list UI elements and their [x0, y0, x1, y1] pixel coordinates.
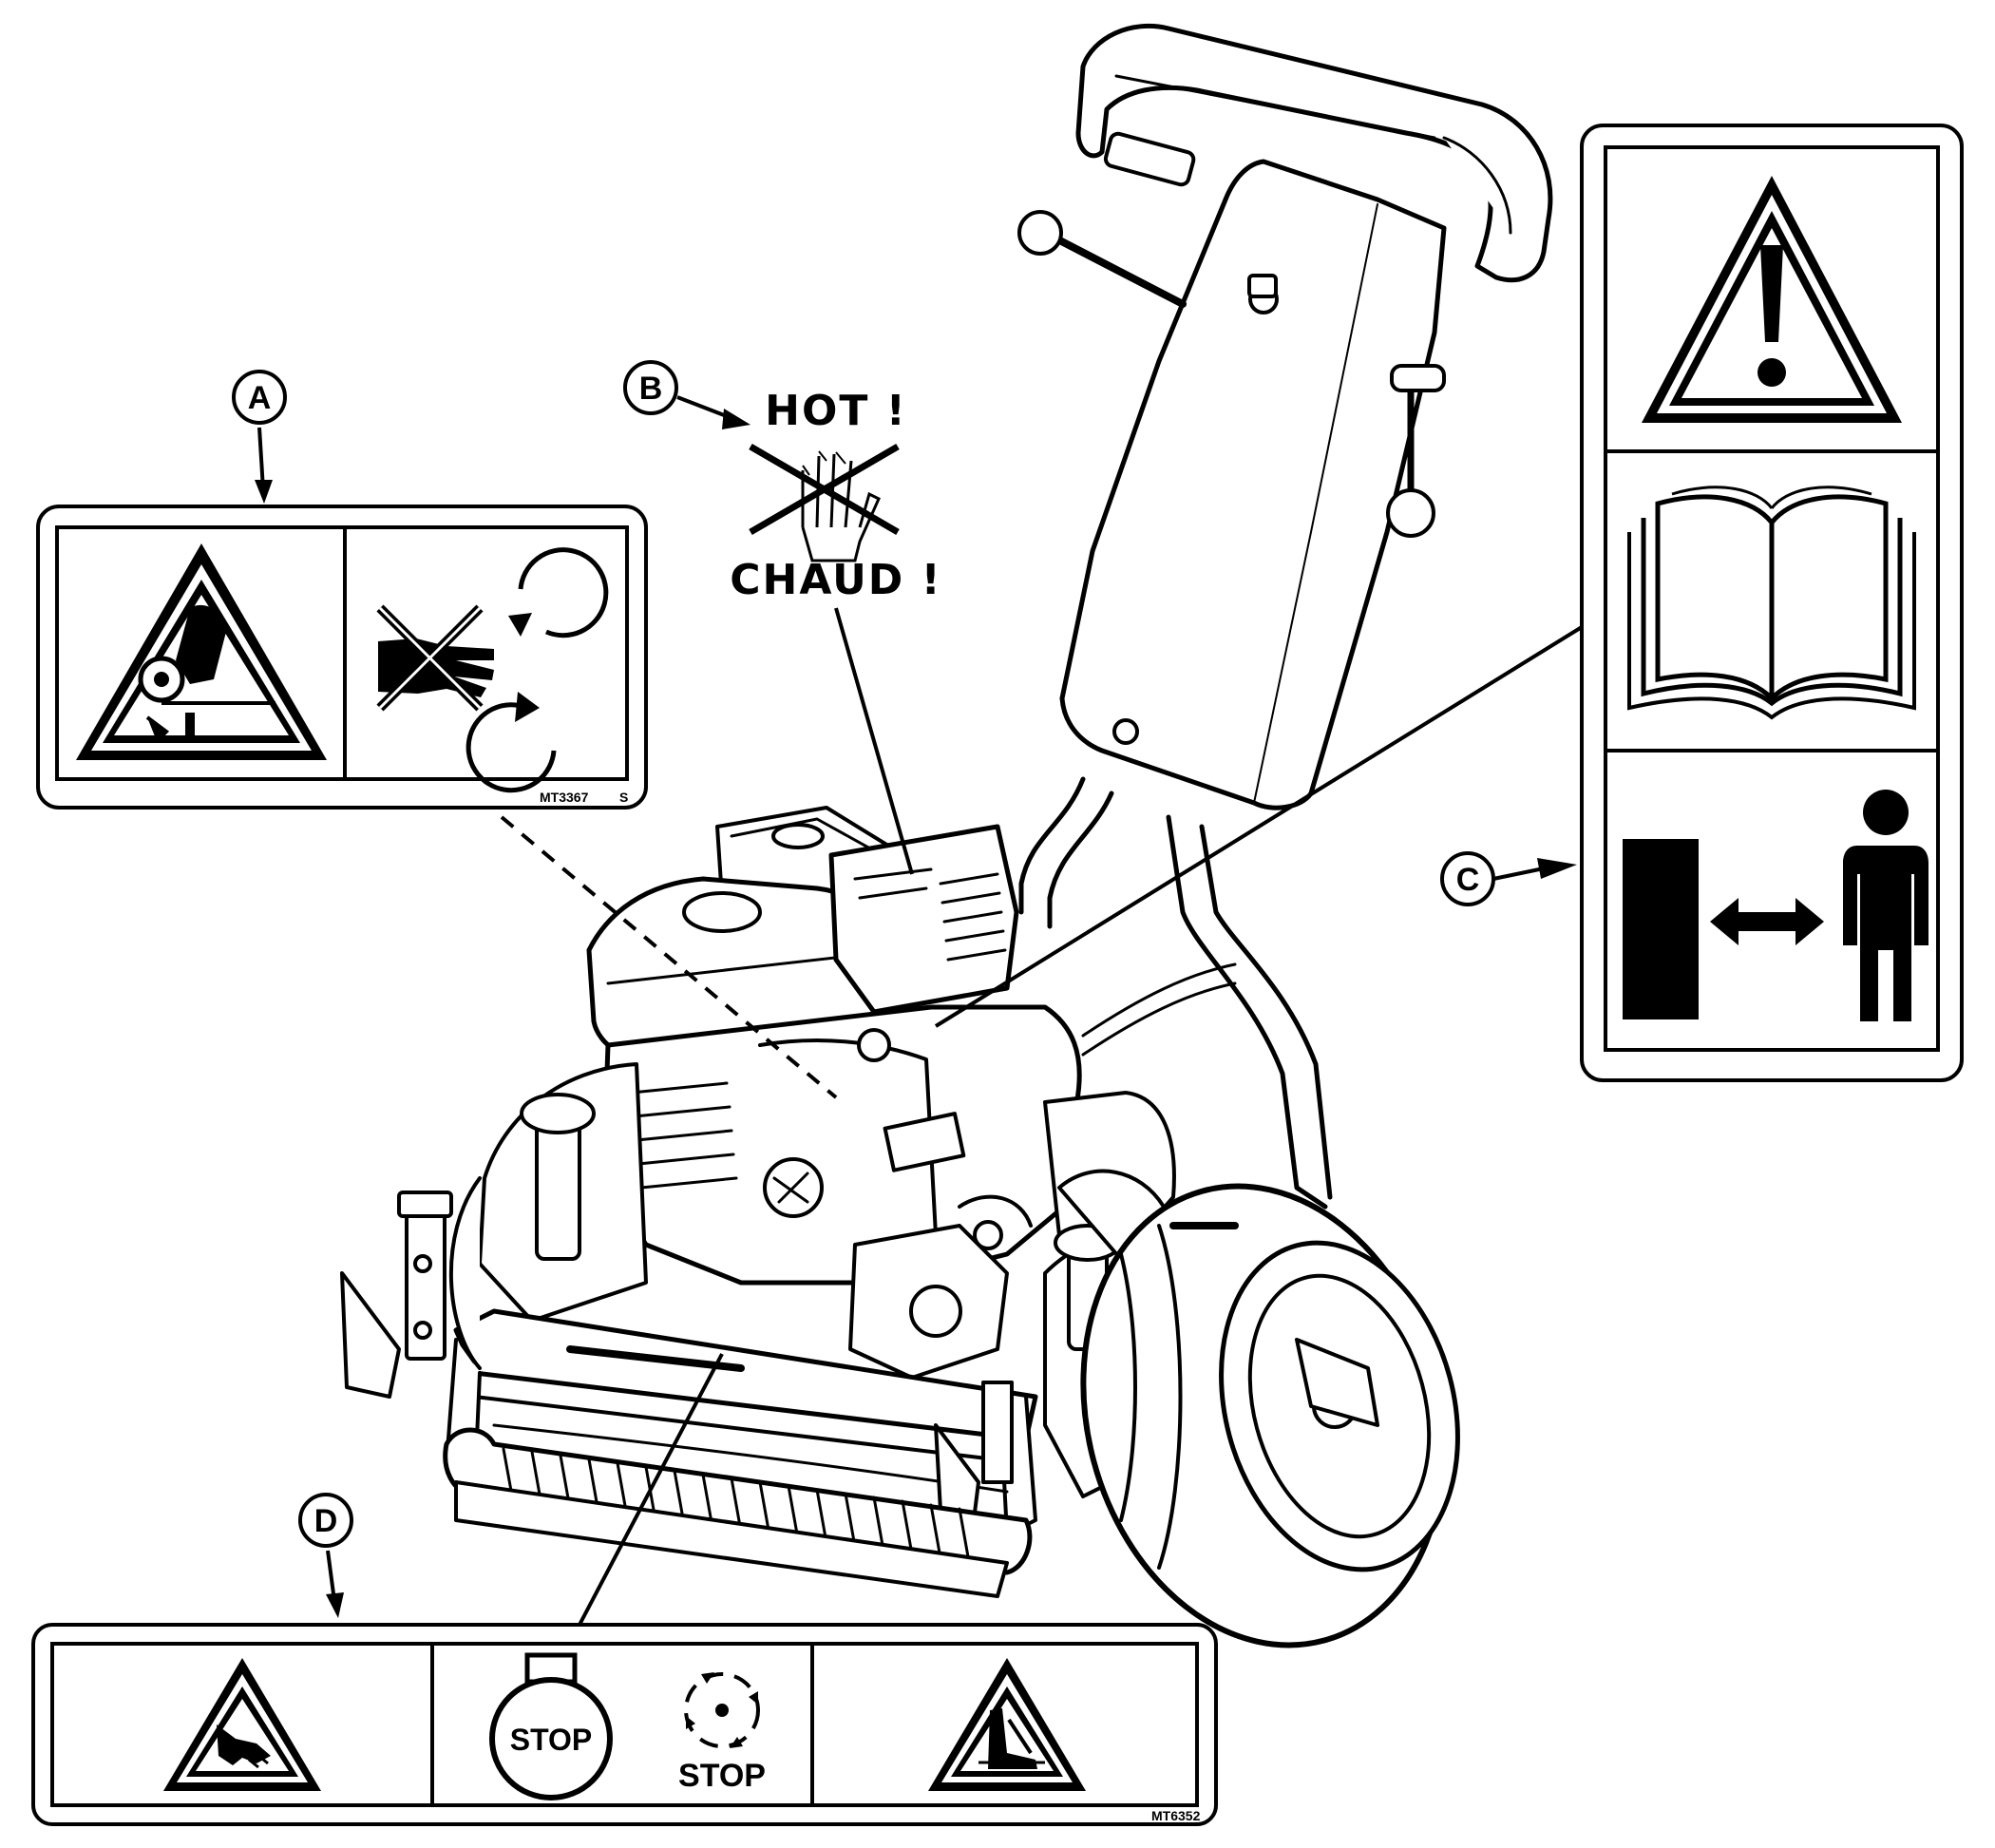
decal-b: HOT ! CHAUD !: [730, 387, 941, 604]
engine-block-icon: [600, 1004, 1082, 1286]
foot-cut-warning-icon: [928, 1658, 1086, 1791]
decal-d: STOP STOP MT6352: [31, 1623, 1218, 1826]
decal-d-part-number: MT6352: [1151, 1808, 1201, 1823]
leader-line-c: [934, 625, 1584, 1028]
leader-lines: [500, 607, 1584, 1626]
warning-exclamation-icon: [1642, 176, 1902, 423]
air-cleaner-icon: [586, 876, 886, 1067]
decal-c: [1580, 124, 1964, 1082]
keep-distance-person-icon: [1623, 790, 1928, 1021]
throttle-lever-icon: [1017, 210, 1446, 538]
warning-entanglement-icon: [76, 543, 327, 760]
stop-reel-label: STOP: [678, 1758, 766, 1794]
read-manual-book-icon: [1627, 486, 1916, 720]
adjuster-bracket-icon: [340, 1191, 1014, 1522]
mower-illustration: [340, 23, 1553, 1648]
stop-engine-label: STOP: [510, 1723, 593, 1757]
decal-a-suffix: S: [619, 790, 628, 805]
drum-roller-icon: [449, 1176, 482, 1370]
leader-line-b: [834, 607, 914, 875]
stop-reel-icon: STOP: [678, 1672, 766, 1794]
decal-a-part-number: MT3367: [540, 790, 589, 805]
leader-line-d: [578, 1353, 724, 1626]
leader-line-a: [500, 815, 838, 1099]
callout-d: D: [298, 1493, 353, 1618]
callout-b-letter: B: [639, 371, 663, 407]
hand-cut-warning-icon: [163, 1658, 321, 1791]
stop-engine-icon: STOP: [489, 1652, 613, 1800]
frame-tube-icon: [1018, 776, 1333, 1210]
control-column-icon: [1059, 159, 1447, 810]
bedknife-icon: [454, 1480, 1009, 1598]
muffler-heat-shield-icon: [828, 824, 1019, 1015]
callout-c: C: [1440, 851, 1577, 906]
callout-d-letter: D: [314, 1503, 338, 1539]
decal-a: MT3367 S: [36, 505, 648, 810]
handle-bar-icon: [1075, 23, 1553, 283]
callout-a: A: [232, 370, 287, 504]
no-touch-hand-icon: [749, 443, 900, 562]
decal-b-hot-text: HOT !: [765, 387, 907, 435]
cutting-reel-icon: [443, 1427, 1033, 1575]
decal-b-chaud-text: CHAUD !: [730, 556, 941, 604]
transport-wheel-icon: [1057, 1169, 1460, 1648]
callout-b: B: [623, 360, 750, 429]
callout-a-letter: A: [248, 380, 272, 416]
no-hands-rotating-rollers-icon: [376, 547, 609, 793]
callout-c-letter: C: [1456, 862, 1480, 898]
